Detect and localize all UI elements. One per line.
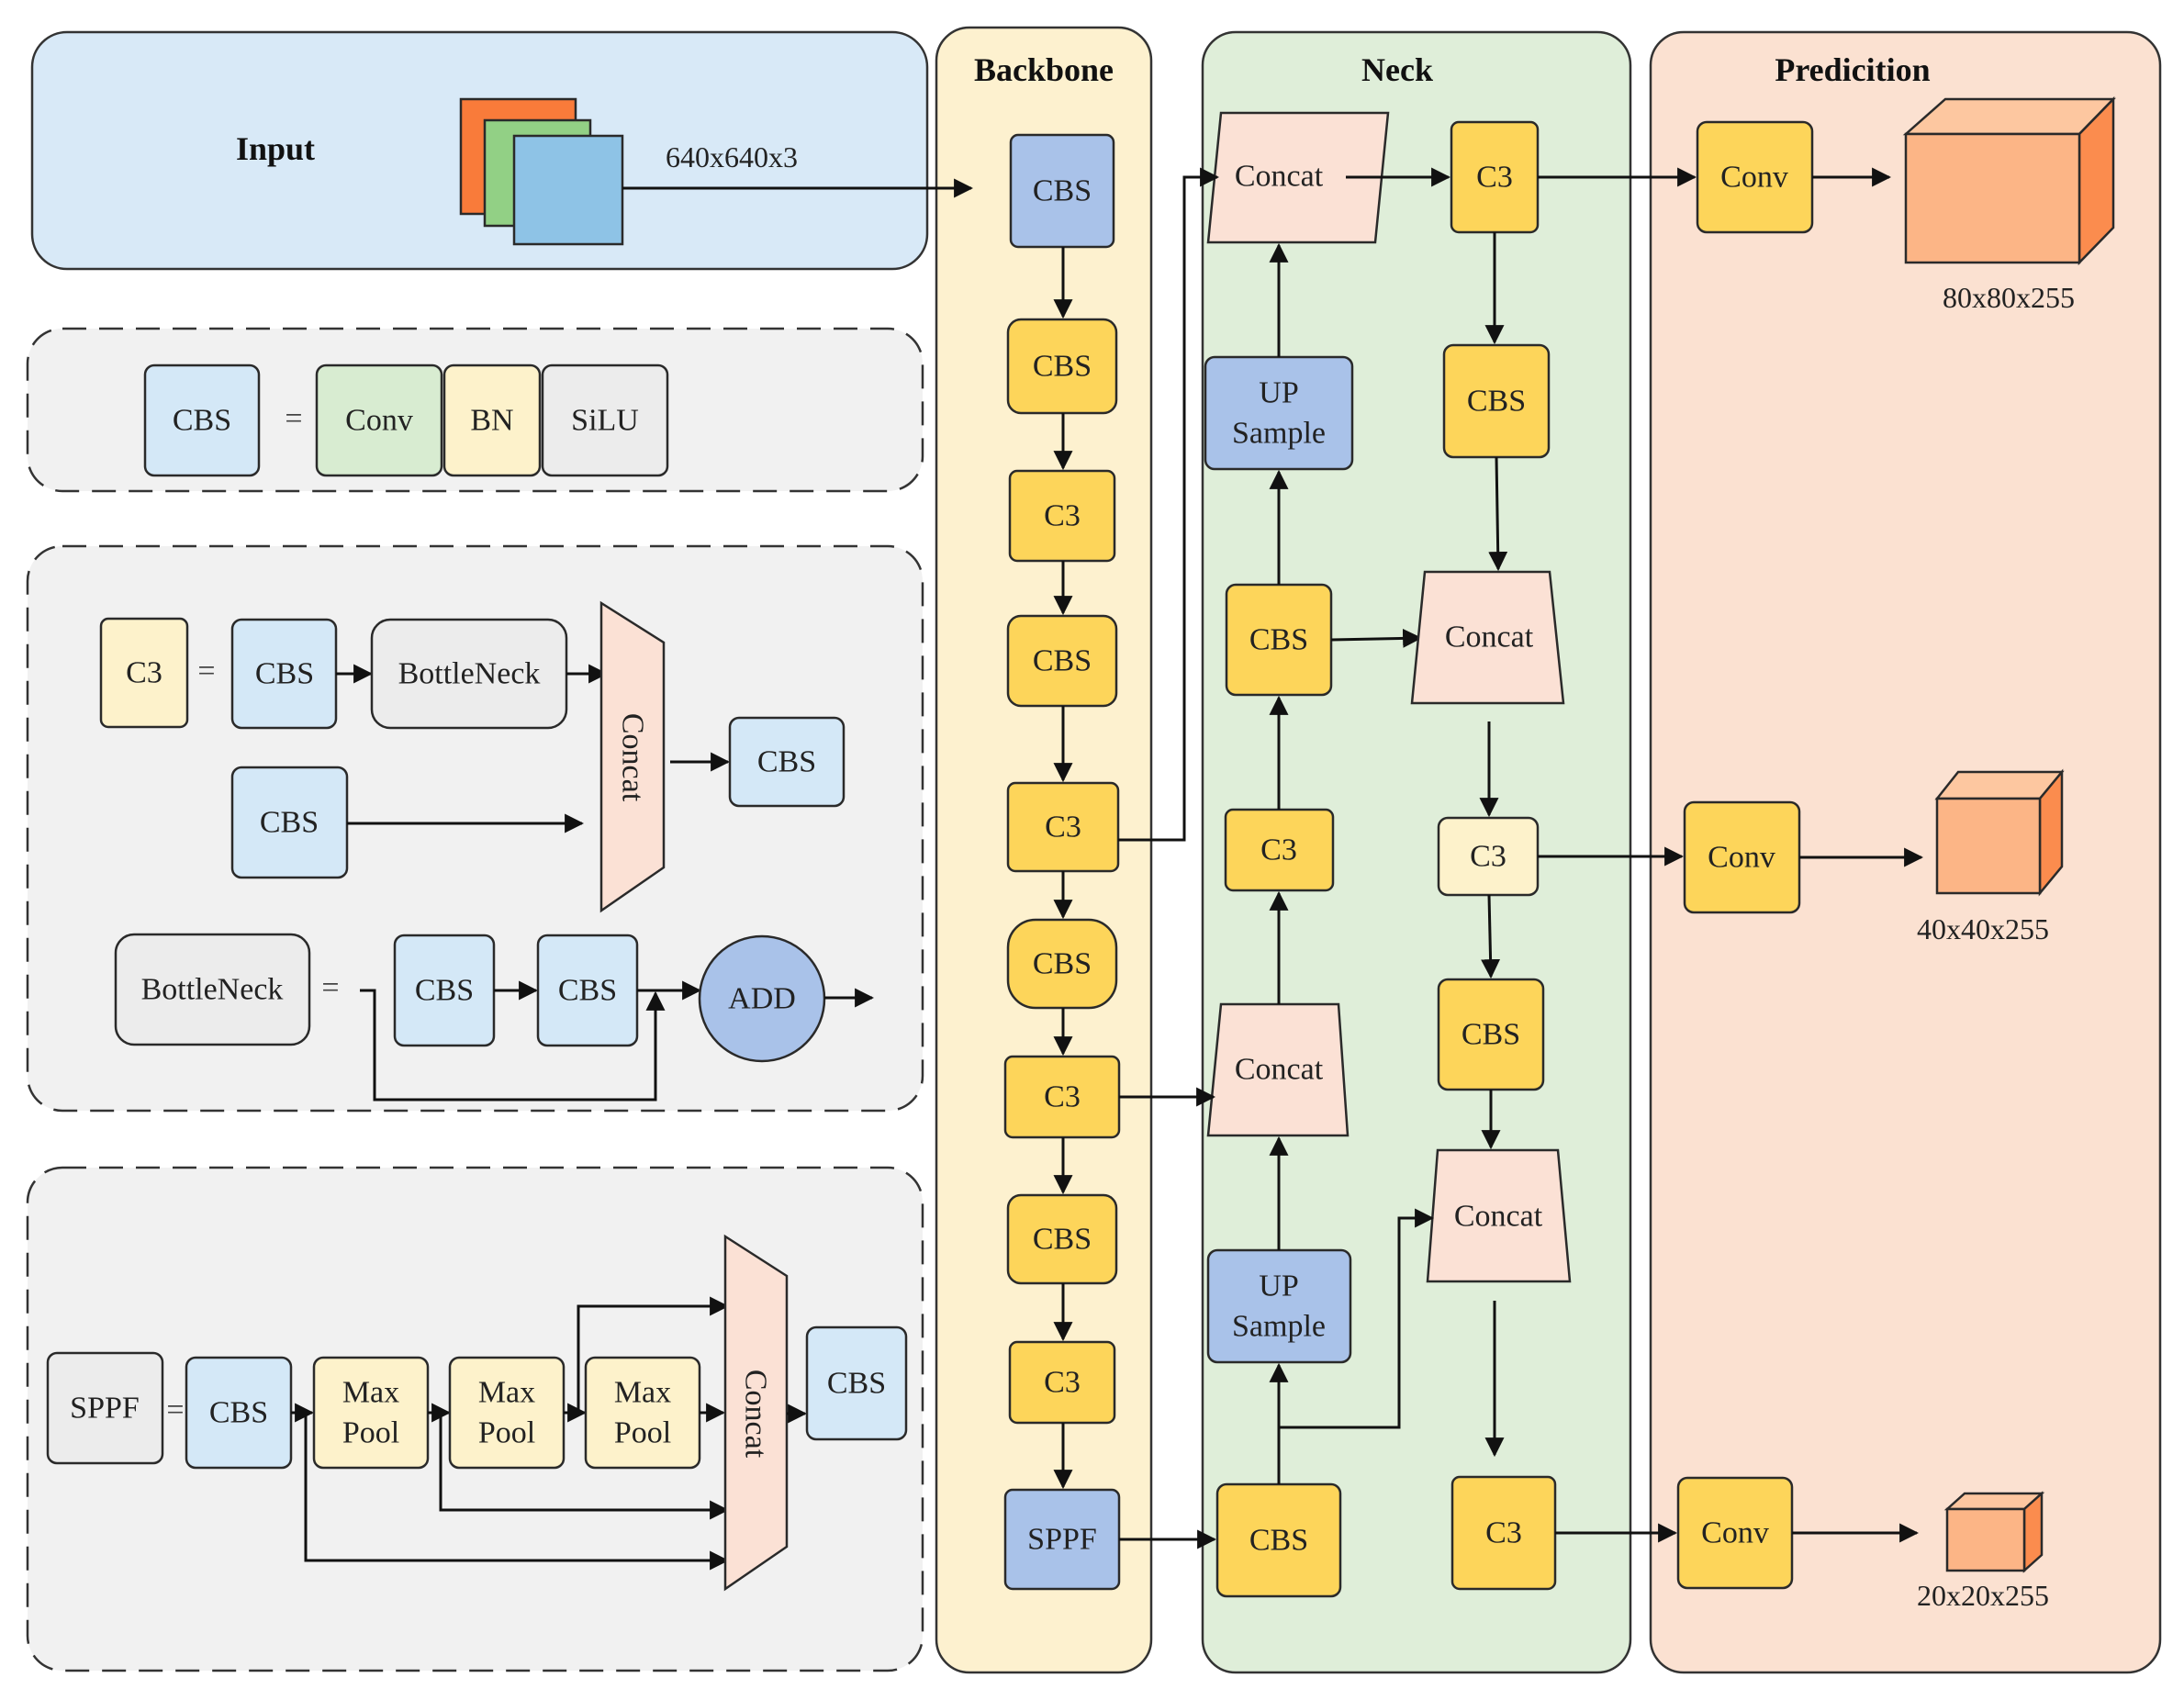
backbone-cbs-2-label: CBS <box>1033 350 1092 384</box>
neck-c3-bottom-label: C3 <box>1485 1516 1522 1550</box>
legend-c3-box <box>99 617 189 729</box>
legend-c3-cbs-b-label: CBS <box>260 806 319 840</box>
legend-bottleneck-cbs-a-label: CBS <box>415 974 474 1008</box>
neck-cbs-bottom-label: CBS <box>1249 1524 1308 1558</box>
legend-maxpool-2-label-a: Max <box>478 1376 535 1410</box>
legend-silu-box <box>541 363 669 477</box>
pred-dims-2: 40x40x255 <box>1917 912 2049 945</box>
neck-c3-top-label: C3 <box>1476 161 1513 195</box>
neck-concat-top-label: Concat <box>1235 160 1324 194</box>
neck-concat-top-block <box>1206 111 1390 244</box>
backbone-c3-3-label: C3 <box>1044 499 1081 533</box>
legend-c3-cbs-out-box <box>728 716 846 808</box>
neck-upsample-2-label-a: UP <box>1259 1269 1298 1303</box>
legend-maxpool-1-label-b: Pool <box>342 1416 399 1450</box>
arrow-bottleneck-skip <box>360 989 666 1102</box>
arrow-neck-cbs-left-1-to-concat-mid <box>1330 628 1423 648</box>
legend-cbs-box <box>143 363 261 477</box>
arrow-sppf-branch-pool-2 <box>577 1296 730 1413</box>
legend-maxpool-2-box <box>448 1356 566 1470</box>
legend-c3-concat-block <box>599 600 666 913</box>
pred-dims-1: 80x80x255 <box>1943 281 2075 314</box>
legend-c3-concat-label: Concat <box>616 713 650 802</box>
legend-maxpool-1-label-a: Max <box>342 1376 399 1410</box>
legend-bottleneck-label: BottleNeck <box>141 973 284 1007</box>
legend-cbs-label: CBS <box>173 404 231 438</box>
neck-concat-bottom-block <box>1426 1148 1572 1283</box>
input-dims: 640x640x3 <box>666 140 798 173</box>
neck-c3-left-label: C3 <box>1260 833 1297 867</box>
legend-sppf-box <box>46 1351 164 1465</box>
backbone-cbs-4-label: CBS <box>1033 644 1092 678</box>
pred-dims-3: 20x20x255 <box>1917 1579 2049 1612</box>
legend-sppf-cbs-in-label: CBS <box>209 1396 268 1430</box>
pred-conv-1-label: Conv <box>1720 161 1788 195</box>
backbone-c3-7-label: C3 <box>1044 1080 1081 1114</box>
legend-bn-box <box>442 363 542 477</box>
neck-c3-mid-label: C3 <box>1470 840 1506 874</box>
neck-concat-bottom-label: Concat <box>1454 1200 1543 1234</box>
legend-sppf-concat-block <box>723 1234 789 1592</box>
section-title-prediction: Predicition <box>1775 51 1930 88</box>
arrow-neck-cbs-bottom-to-concat-bottom <box>1279 1208 1435 1429</box>
legend-c3-label: C3 <box>126 656 162 690</box>
neck-cbs-right-1-label: CBS <box>1467 385 1526 419</box>
neck-upsample-2-label-b: Sample <box>1232 1310 1326 1344</box>
backbone-sppf-10-label: SPPF <box>1027 1523 1097 1557</box>
legend-maxpool-3-box <box>584 1356 701 1470</box>
arrow-sppf-branch-cbs <box>304 1413 730 1571</box>
neck-upsample-2-box <box>1206 1248 1352 1364</box>
backbone-cbs-6-label: CBS <box>1033 947 1092 981</box>
legend-bottleneck-box <box>114 933 311 1046</box>
backbone-c3-9-label: C3 <box>1044 1366 1081 1400</box>
output-cube-medium <box>1934 768 2065 897</box>
legend-c3-cbs-a-label: CBS <box>255 657 314 691</box>
arrow-backbone-c3-5-to-concat-top <box>1118 167 1220 842</box>
legend-c3-equals: = <box>197 654 215 688</box>
legend-sppf-label: SPPF <box>70 1392 140 1426</box>
neck-upsample-1-label-b: Sample <box>1232 417 1326 451</box>
backbone-c3-5-label: C3 <box>1045 811 1081 844</box>
output-cube-small <box>1943 1491 2045 1573</box>
neck-cbs-right-2-label: CBS <box>1462 1018 1520 1052</box>
neck-concat-mid-label: Concat <box>1445 621 1534 654</box>
arrow-neck-cbs-right-1-to-concat-mid <box>1488 456 1508 572</box>
neck-concat-low-label: Concat <box>1235 1053 1324 1087</box>
legend-silu-label: SiLU <box>571 404 639 438</box>
legend-c3-bottleneck-label: BottleNeck <box>398 657 541 691</box>
legend-sppf-cbs-out-box <box>805 1325 908 1441</box>
legend-maxpool-1-box <box>312 1356 430 1470</box>
legend-maxpool-2-label-b: Pool <box>478 1416 535 1450</box>
legend-bottleneck-equals: = <box>321 971 339 1005</box>
legend-bottleneck-cbs-b-label: CBS <box>558 974 617 1008</box>
legend-cbs-equals: = <box>285 402 302 436</box>
legend-conv-label: Conv <box>345 404 413 438</box>
section-title-backbone: Backbone <box>974 51 1114 88</box>
pred-conv-3-label: Conv <box>1701 1516 1769 1550</box>
legend-maxpool-3-label-a: Max <box>614 1376 671 1410</box>
neck-concat-mid-block <box>1410 570 1565 705</box>
backbone-cbs-8-label: CBS <box>1033 1223 1092 1257</box>
legend-sppf-cbs-out-label: CBS <box>827 1367 886 1401</box>
legend-conv-box <box>315 363 443 477</box>
neck-upsample-1-box <box>1204 355 1354 471</box>
input-image-stack <box>459 97 624 246</box>
neck-upsample-1-label-a: UP <box>1259 376 1298 410</box>
section-title-neck: Neck <box>1361 51 1433 88</box>
pred-conv-2-label: Conv <box>1708 841 1775 875</box>
arrow-sppf-branch-pool-1 <box>439 1413 730 1520</box>
legend-c3-cbs-out-label: CBS <box>757 745 816 779</box>
section-title-input: Input <box>236 130 315 167</box>
output-cube-large <box>1902 95 2116 266</box>
legend-sppf-equals: = <box>166 1393 184 1427</box>
legend-bn-label: BN <box>470 404 513 438</box>
legend-sppf-concat-label: Concat <box>739 1370 773 1459</box>
neck-cbs-left-1-label: CBS <box>1249 623 1308 657</box>
legend-add-label: ADD <box>728 982 796 1016</box>
legend-maxpool-3-label-b: Pool <box>614 1416 671 1450</box>
backbone-cbs-1-label: CBS <box>1033 174 1092 208</box>
arrow-neck-c3-mid-to-cbs-right-2 <box>1481 894 1501 979</box>
